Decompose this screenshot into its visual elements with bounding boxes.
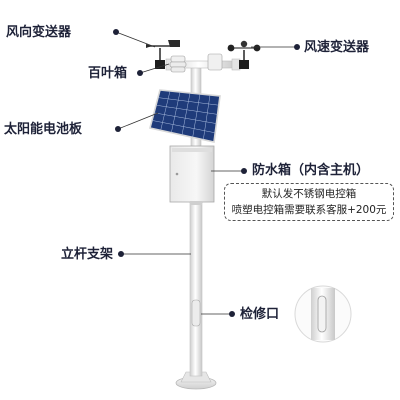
solar-cell-line	[181, 92, 191, 136]
base-plate	[175, 371, 217, 390]
solar-cell-line	[151, 120, 216, 134]
waterproof-box-shape	[169, 145, 215, 205]
label-waterproof-box: 防水箱（内含主机）	[252, 163, 370, 178]
inspection-port-inset	[294, 285, 352, 343]
leader-dots	[113, 29, 300, 317]
label-solar-panel: 太阳能电池板	[4, 122, 83, 137]
solar-cell-line	[192, 93, 201, 138]
note-box: 默认发不锈钢电控箱 喷塑电控箱需要联系客服+200元	[224, 183, 394, 221]
label-louver-box: 百叶箱	[88, 66, 128, 81]
solar-cell-line	[160, 90, 171, 131]
sensor-housing	[207, 53, 223, 71]
wind-vane-shape	[146, 40, 180, 69]
label-pole-bracket: 立杆支架	[61, 247, 114, 262]
label-inspection-port: 检修口	[240, 307, 280, 322]
label-wind-speed: 风速变送器	[304, 40, 370, 55]
note-line-1: 默认发不锈钢电控箱	[261, 188, 357, 200]
solar-cell-line	[171, 91, 181, 133]
leaders	[115, 31, 297, 315]
solar-cell-line	[203, 94, 211, 140]
inspection-port-shape	[191, 299, 201, 327]
louver-box-shape	[169, 55, 187, 73]
note-line-2: 喷塑电控箱需要联系客服+200元	[231, 204, 387, 216]
solar-cell-line	[153, 112, 217, 124]
label-wind-direction: 风向变送器	[6, 25, 72, 40]
solar-cell-line	[155, 104, 218, 115]
solar-panel-shape	[149, 89, 221, 143]
anemometer-shape	[227, 40, 261, 69]
solar-cell-line	[157, 97, 219, 106]
main-pole	[189, 195, 203, 377]
